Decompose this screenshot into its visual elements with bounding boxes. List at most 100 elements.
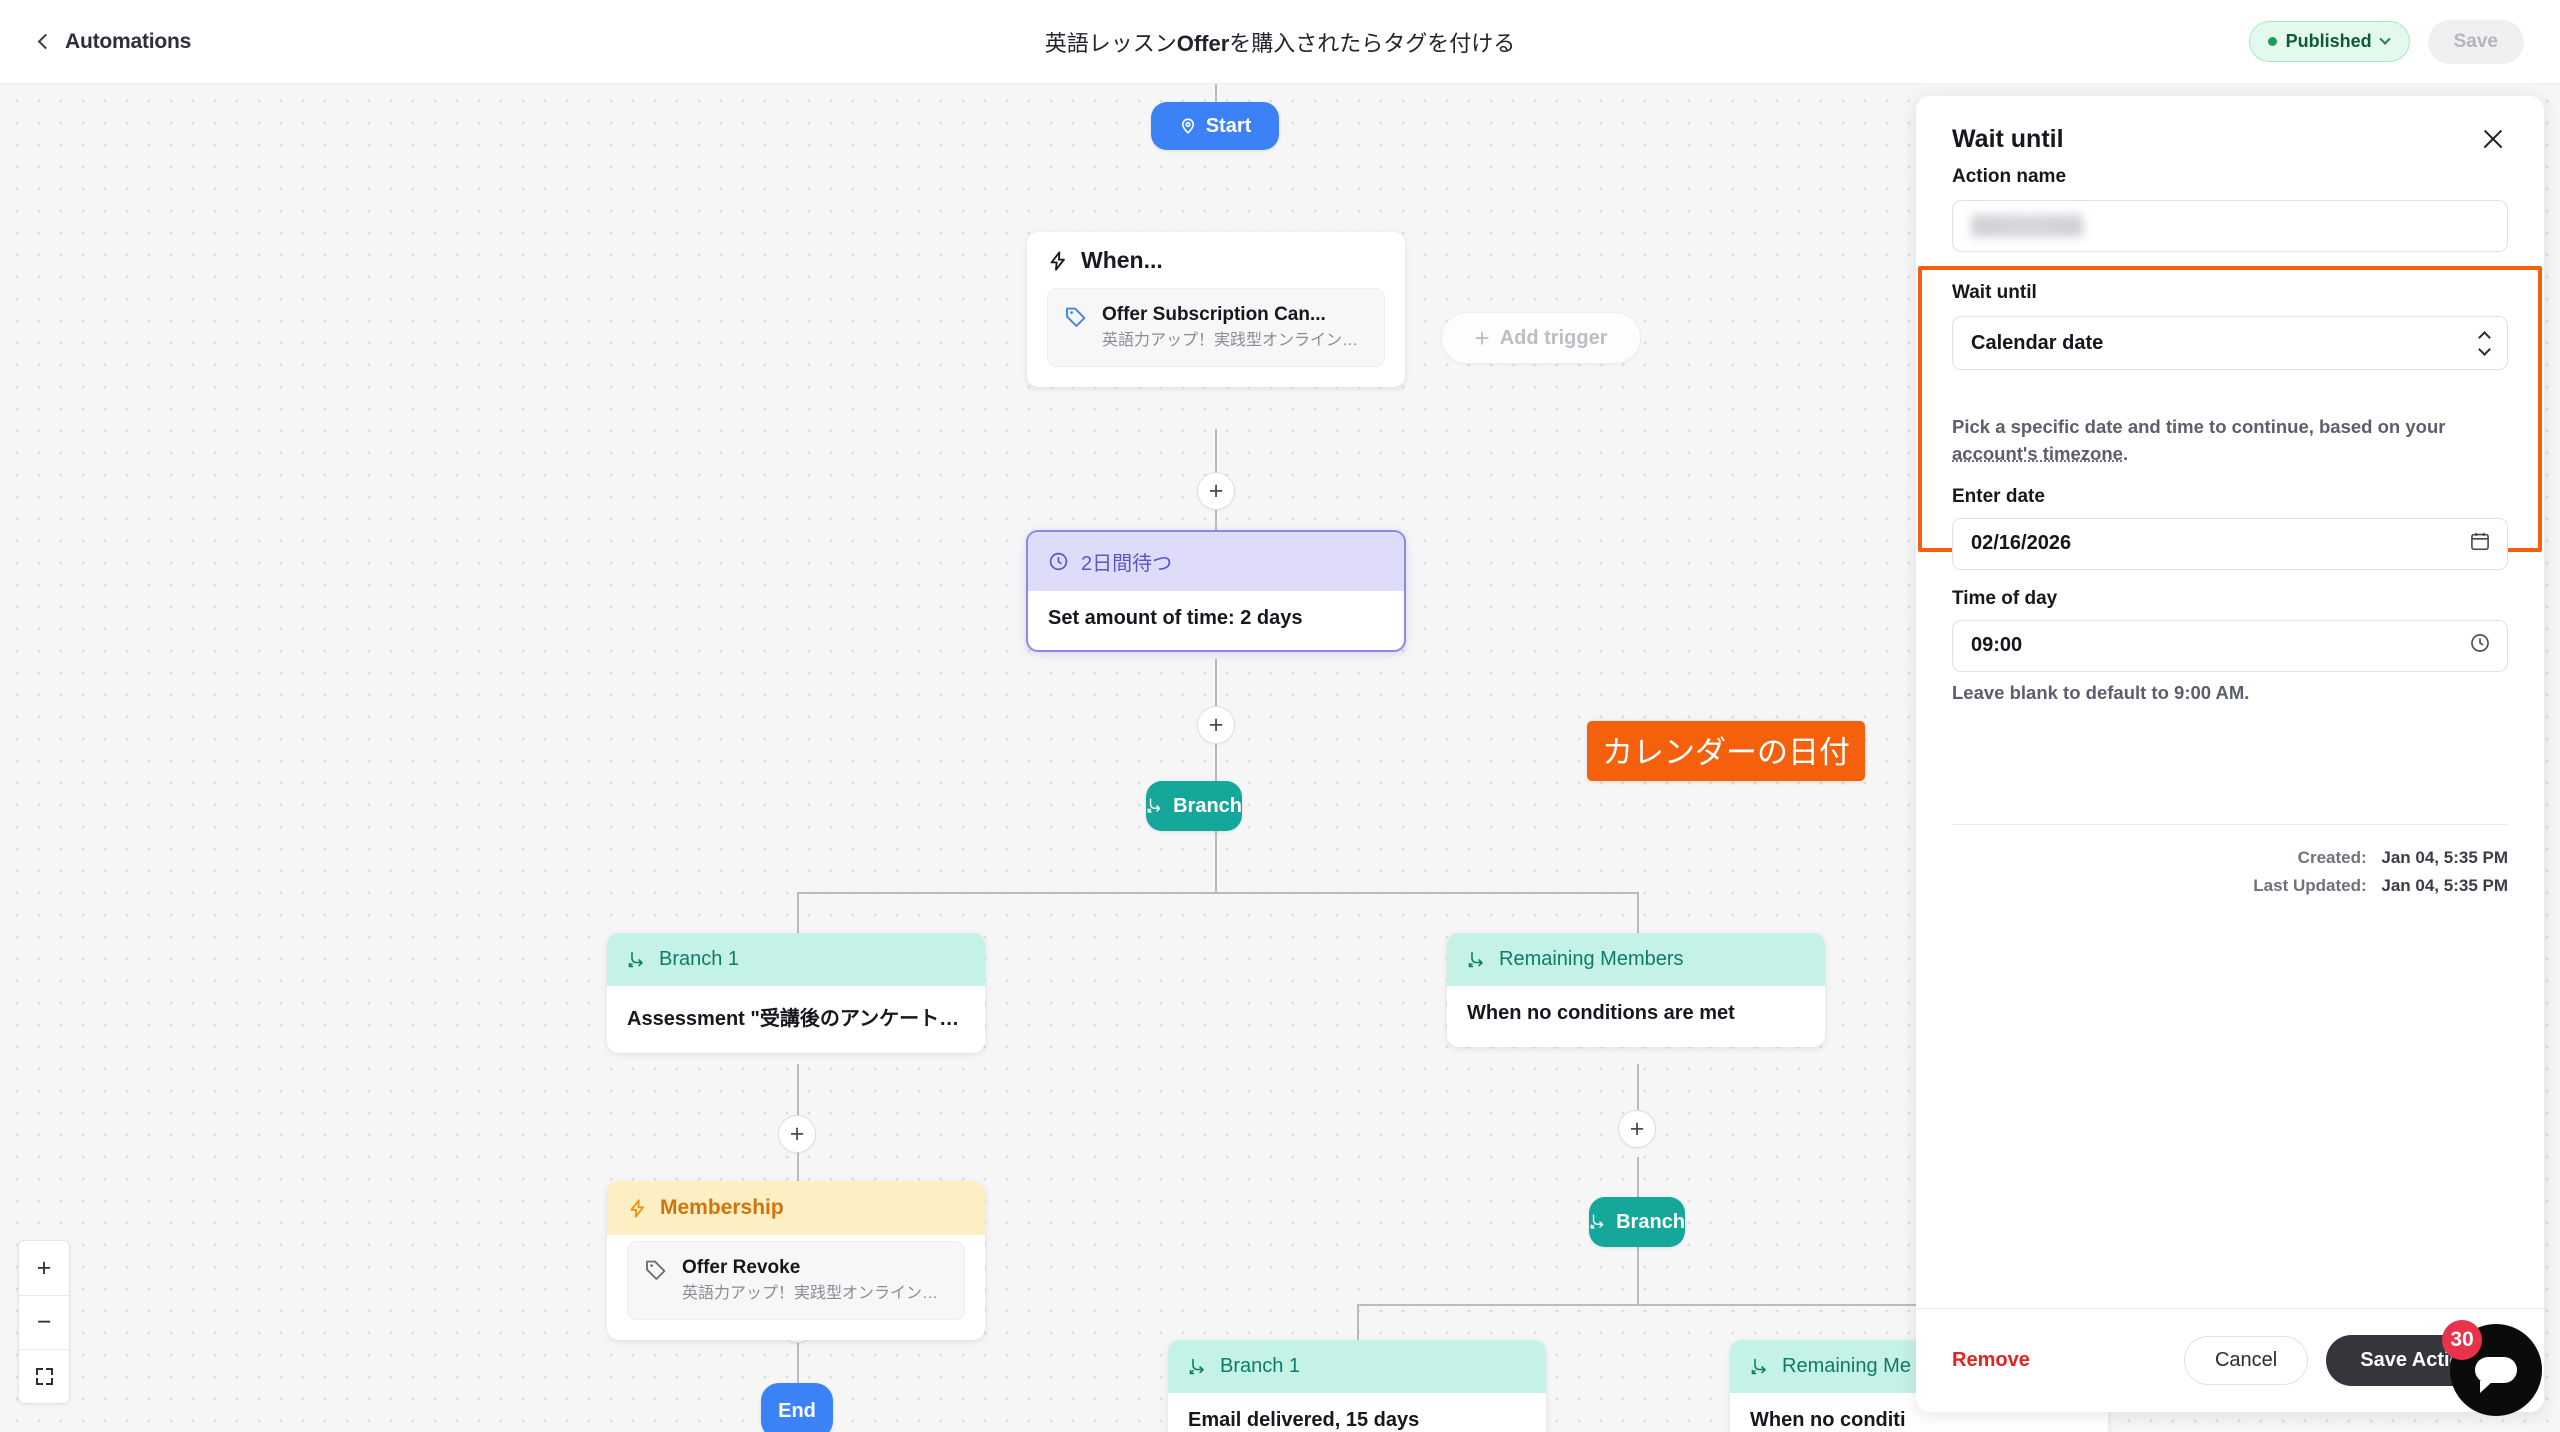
edge-trigger-to-plus (1215, 429, 1217, 474)
page-title-post: を購入されたらタグを付ける (1229, 30, 1516, 56)
wait-until-selected-value: Calendar date (1971, 331, 2104, 354)
trigger-card[interactable]: When... Offer Subscription Can... 英語力アップ… (1027, 232, 1405, 387)
panel-divider (1952, 824, 2508, 825)
status-dot-icon (2267, 37, 2277, 46)
annotation-calendar-date: カレンダーの日付 (1587, 721, 1865, 781)
branch-card-left-body: Assessment "受講後のアンケート" c... (607, 986, 985, 1053)
add-step-button[interactable]: + (778, 1115, 816, 1153)
branch-icon (628, 951, 643, 967)
start-node-label: Start (1205, 114, 1252, 137)
branch2-card-right-title: Remaining Me (1782, 1355, 1911, 1377)
created-label: Created: (2297, 848, 2367, 867)
fit-view-button[interactable] (19, 1349, 69, 1403)
branch-card-right-title: Remaining Members (1499, 948, 1684, 970)
enter-date-label: Enter date (1952, 485, 2045, 507)
redacted-value (1971, 215, 2083, 237)
branch2-card-left-header: Branch 1 (1168, 1340, 1546, 1393)
add-step-button[interactable]: + (1618, 1110, 1656, 1148)
wait-card-header: 2日間待つ (1028, 532, 1404, 591)
wait-until-select[interactable]: Calendar date (1952, 316, 2508, 370)
location-pin-icon (1181, 118, 1194, 134)
branch-node-2[interactable]: Branch (1589, 1197, 1685, 1247)
membership-item[interactable]: Offer Revoke 英語力アップ！実践型オンラインコ... (627, 1241, 965, 1320)
edge-right-branch-to-plus (1637, 1064, 1639, 1112)
branch-card-left[interactable]: Branch 1 Assessment "受講後のアンケート" c... (607, 933, 985, 1053)
account-timezone-link[interactable]: account's timezone (1952, 442, 2123, 464)
save-button[interactable]: Save (2427, 19, 2524, 64)
branch-card-left-title: Branch 1 (659, 948, 740, 970)
calendar-icon[interactable] (2469, 530, 2491, 558)
branch-icon (1189, 1358, 1204, 1374)
branch2-card-left-title: Branch 1 (1220, 1355, 1301, 1377)
edge-branch-split (797, 892, 1637, 894)
trigger-card-title: When... (1081, 247, 1163, 273)
edge-plus-to-end (797, 1343, 799, 1385)
branch-icon (1147, 798, 1161, 813)
tag-icon (646, 1260, 666, 1280)
panel-title: Wait until (1952, 124, 2064, 153)
edge-branch2-down (1637, 1247, 1639, 1305)
trigger-item[interactable]: Offer Subscription Can... 英語力アップ！実践型オンライ… (1047, 288, 1385, 367)
branch-icon (1751, 1358, 1766, 1374)
back-to-automations-link[interactable]: Automations (37, 29, 192, 54)
membership-card-header: Membership (607, 1181, 985, 1235)
close-icon[interactable] (2478, 124, 2508, 154)
plus-icon: + (1474, 322, 1490, 353)
remove-button[interactable]: Remove (1952, 1349, 2030, 1371)
time-of-day-label: Time of day (1952, 587, 2058, 609)
zoom-in-button[interactable]: + (36, 1253, 52, 1282)
time-of-day-input[interactable]: 09:00 (1952, 619, 2508, 672)
branch-card-right-header: Remaining Members (1447, 933, 1825, 986)
time-of-day-value: 09:00 (1971, 634, 2023, 657)
fit-screen-icon (35, 1368, 53, 1385)
status-badge-label: Published (2285, 31, 2372, 51)
lightning-bolt-icon (630, 1198, 645, 1218)
branch2-card-left-condition: Email delivered, 15 days (1188, 1409, 1420, 1431)
action-name-section: Action name (1916, 160, 2544, 252)
branch-icon (1468, 951, 1483, 967)
branch-card-right-body: When no conditions are met (1447, 986, 1825, 1047)
panel-header: Wait until (1916, 96, 2544, 160)
last-updated-value: Jan 04, 5:35 PM (2381, 876, 2508, 896)
membership-card[interactable]: Membership Offer Revoke 英語力アップ！実践型オンラインコ… (607, 1181, 985, 1340)
wait-card-title: 2日間待つ (1081, 553, 1173, 575)
status-badge-published[interactable]: Published (2248, 21, 2410, 62)
page-title-pre: 英語レッスン (1044, 30, 1177, 56)
enter-date-input[interactable]: 02/16/2026 (1952, 517, 2508, 570)
wait-card[interactable]: 2日間待つ Set amount of time: 2 days (1026, 530, 1406, 652)
action-name-input[interactable] (1952, 200, 2508, 252)
branch2-card-left[interactable]: Branch 1 Email delivered, 15 days (1168, 1340, 1546, 1432)
add-trigger-button[interactable]: + Add trigger (1441, 312, 1641, 364)
edge-split-left (797, 892, 799, 934)
branch-card-left-header: Branch 1 (607, 933, 985, 986)
tag-icon (1066, 307, 1086, 327)
start-node[interactable]: Start (1151, 102, 1279, 150)
clock-icon[interactable] (2469, 632, 2491, 660)
help-text-part2: . (2122, 442, 2129, 464)
trigger-card-header: When... (1027, 232, 1405, 284)
help-text: Pick a specific date and time to continu… (1952, 414, 2508, 468)
lightning-bolt-icon (1050, 250, 1065, 271)
branch-node-2-label: Branch (1616, 1210, 1685, 1233)
branch-card-right[interactable]: Remaining Members When no conditions are… (1447, 933, 1825, 1047)
edge-split2-left (1357, 1304, 1359, 1340)
branch2-card-right-condition: When no conditi (1750, 1409, 1906, 1431)
edge-left-branch-to-plus (797, 1064, 799, 1116)
branch-node[interactable]: Branch (1146, 781, 1242, 831)
page-title-bold: Offer (1176, 30, 1230, 56)
membership-card-title: Membership (660, 1196, 784, 1219)
cancel-button[interactable]: Cancel (2183, 1336, 2309, 1385)
branch2-card-left-body: Email delivered, 15 days (1168, 1393, 1546, 1432)
chat-widget-button[interactable]: 30 (2442, 1320, 2542, 1416)
add-step-button[interactable]: + (1197, 472, 1235, 510)
zoom-out-button[interactable]: − (19, 1295, 69, 1349)
last-updated-row: Last Updated: Jan 04, 5:35 PM (2253, 872, 2508, 900)
panel-metadata: Created: Jan 04, 5:35 PM Last Updated: J… (2253, 844, 2508, 900)
add-trigger-label: Add trigger (1499, 326, 1608, 349)
back-link-label: Automations (65, 29, 192, 53)
end-node[interactable]: End (761, 1383, 833, 1432)
chat-bubble-icon (2475, 1357, 2517, 1393)
add-step-button[interactable]: + (1197, 706, 1235, 744)
wait-until-label: Wait until (1952, 282, 2037, 303)
edge-plus-to-branch2 (1637, 1157, 1639, 1197)
